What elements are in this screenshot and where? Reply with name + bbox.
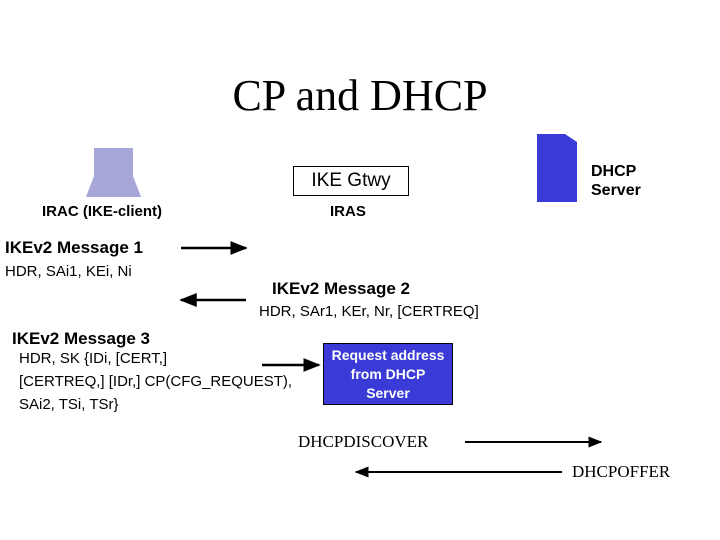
ike-gtwy-label: IKE Gtwy: [311, 170, 391, 191]
dhcpdiscover-label: DHCPDISCOVER: [298, 432, 429, 451]
msg3-heading: IKEv2 Message 3: [12, 329, 150, 348]
dhcp-server-label: DHCP Server: [591, 162, 641, 200]
iras-label: IRAS: [330, 203, 366, 220]
msg3-body-line: SAi2, TSi, TSr}: [19, 396, 119, 413]
msg2-heading: IKEv2 Message 2: [272, 279, 410, 298]
dhcp-server-label-line1: DHCP: [591, 163, 637, 180]
ike-gtwy-box: IKE Gtwy: [293, 166, 409, 196]
msg1-body: HDR, SAi1, KEi, Ni: [5, 263, 132, 280]
request-box-line: Server: [366, 384, 410, 401]
dhcp-server-icon: [537, 134, 577, 202]
page-title: CP and DHCP: [232, 71, 488, 120]
irac-label: IRAC (IKE-client): [42, 203, 162, 220]
request-box-line: Request address: [331, 346, 445, 363]
dhcpoffer-label: DHCPOFFER: [572, 462, 671, 481]
request-box-line: from DHCP: [350, 365, 426, 382]
msg1-heading: IKEv2 Message 1: [5, 238, 143, 257]
msg3-body-line: HDR, SK {IDi, [CERT,]: [19, 350, 168, 367]
request-address-box: Request address from DHCP Server: [323, 343, 453, 405]
msg2-body: HDR, SAr1, KEr, Nr, [CERTREQ]: [259, 303, 479, 320]
msg3-body-line: [CERTREQ,] [IDr,] CP(CFG_REQUEST),: [19, 373, 293, 390]
dhcp-server-label-line2: Server: [591, 182, 641, 199]
client-device-icon: [86, 148, 141, 197]
msg3-body: HDR, SK {IDi, [CERT,] [CERTREQ,] [IDr,] …: [19, 347, 292, 416]
